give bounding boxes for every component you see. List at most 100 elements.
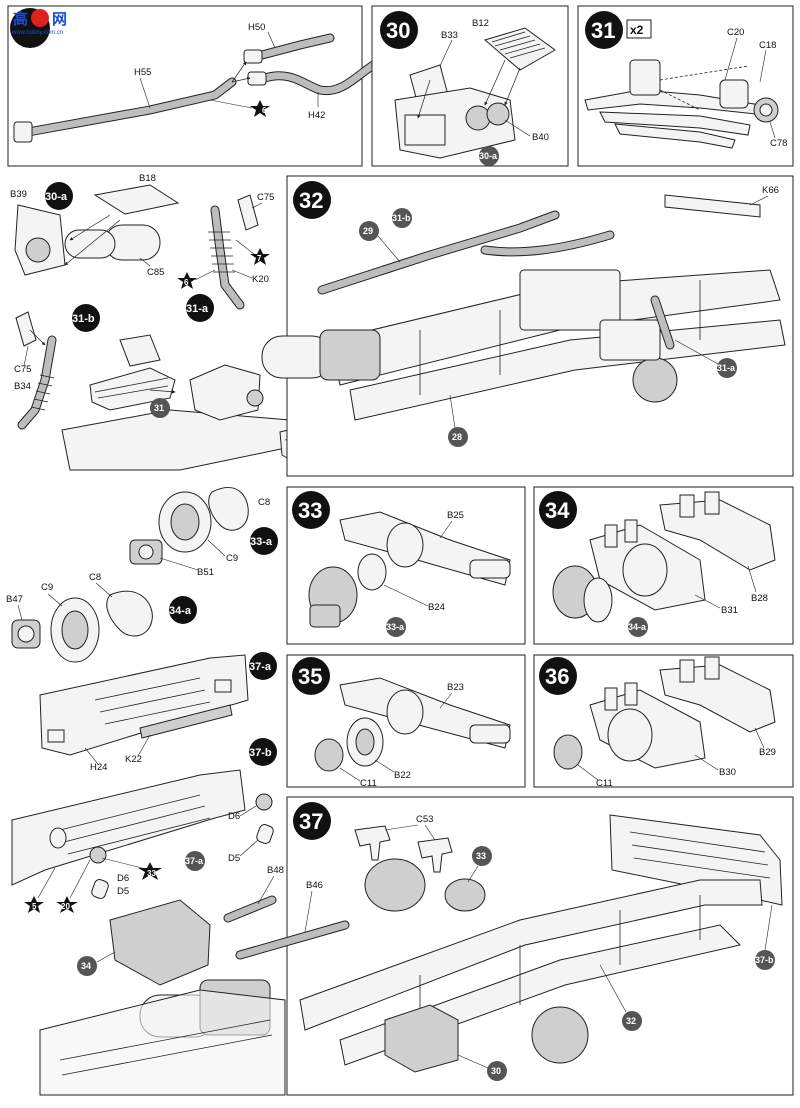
step-37a-section: H24 K22 37-a — [39, 652, 277, 773]
ref-31a: 31-a — [717, 363, 736, 373]
star-33-text: 33 — [147, 869, 156, 878]
part-c85-canister — [64, 224, 161, 261]
step-31b-label: 31-b — [72, 313, 95, 325]
label-b30: B30 — [719, 767, 736, 778]
star-6-text: 6 — [262, 106, 267, 115]
part-c78-hub — [753, 97, 779, 123]
step-35-badge — [292, 657, 330, 695]
step-31-badge — [585, 11, 623, 49]
step-37b-section: 37-b D6 D5 D6 D5 37-a 33 — [11, 738, 277, 913]
ref-33a-badge — [386, 617, 406, 637]
step-30-badge — [380, 11, 418, 49]
star-20-text: 20 — [61, 902, 70, 911]
ref-33-badge — [472, 846, 492, 866]
ref-34a-badge — [628, 617, 648, 637]
label-d5: D5 — [228, 853, 240, 864]
label-c78: C78 — [770, 138, 787, 149]
step-37b-badge — [249, 738, 277, 766]
part-h50-pipe — [243, 33, 335, 64]
step-31a-section: C75 K20 7 6 31-a — [177, 192, 274, 322]
step-37a-label: 37-a — [249, 661, 272, 673]
frame-left-37 — [39, 989, 286, 1096]
part-b46-driveshaft — [235, 920, 350, 960]
star-33-marker: 33 — [138, 862, 162, 880]
ref-30: 30 — [491, 1066, 501, 1076]
part-c53-brackets — [354, 825, 453, 873]
part-d5-lens — [256, 824, 274, 844]
part-b31-housing — [589, 519, 706, 611]
part-b47-hub — [11, 619, 41, 649]
ref-34-badge — [77, 956, 97, 976]
label-b22: B22 — [394, 770, 411, 781]
label-b24: B24 — [428, 602, 445, 613]
ref-37b-badge — [755, 950, 775, 970]
label-c53: C53 — [416, 814, 433, 825]
part-h24-bumper — [39, 654, 249, 756]
ref-31-left-badge — [150, 398, 170, 418]
step-33-number: 33 — [298, 498, 322, 523]
part-b29-axle-housing — [659, 656, 776, 733]
step-31-panel: 31 x2 C20 C18 C78 — [577, 5, 794, 167]
step-31a-badge — [186, 294, 214, 322]
part-b34-hose — [17, 335, 57, 430]
part-b23-axle-housing — [339, 677, 511, 749]
label-h50: H50 — [248, 22, 265, 33]
part-k20-intake-hose — [208, 205, 245, 310]
rear-axle-34-ref — [109, 899, 211, 986]
label-c11-36: C11 — [596, 778, 613, 789]
label-c8-34a: C8 — [89, 572, 101, 583]
part-d6-light — [255, 793, 273, 811]
label-b12: B12 — [472, 18, 489, 29]
step-31b-badge — [72, 304, 100, 332]
ref-33: 33 — [476, 851, 486, 861]
step-33a-label: 33-a — [250, 536, 273, 548]
step-34a-section: B47 C9 C8 34-a — [6, 572, 197, 663]
part-c11-cap — [314, 738, 344, 772]
label-c75-31a: C75 — [257, 192, 274, 203]
label-k20: K20 — [252, 274, 269, 285]
part-31a-hose-ref — [650, 295, 675, 350]
step-33a-section: C8 C9 B51 33-a — [129, 487, 278, 578]
ref-33a: 33-a — [386, 622, 405, 632]
part-b18-filter-lid — [93, 184, 180, 215]
ref-28-badge — [448, 427, 468, 447]
step-31b-section: 31-b C75 B34 — [14, 304, 100, 430]
part-h42-pipe — [247, 53, 390, 96]
step-30a-section: 30-a B39 B18 C85 — [10, 173, 180, 278]
ref-37b: 37-b — [755, 955, 774, 965]
watermark-logo: 高 网 www.hobby.com.cn — [11, 9, 67, 36]
watermark-char-2: 网 — [52, 11, 67, 28]
part-c9-gear-34a — [50, 597, 100, 663]
ref-30a: 30-a — [479, 151, 498, 161]
step-29-panel: 高 网 www.hobby.com.cn H50 H55 H42 — [7, 5, 390, 167]
part-b51-hub — [129, 539, 163, 565]
star-6-marker-31a: 6 — [177, 272, 197, 289]
part-c9-gear — [158, 491, 212, 553]
part-c8-ring-34a — [106, 590, 153, 637]
label-b33: B33 — [441, 30, 458, 41]
multiplier-box — [626, 19, 652, 39]
part-b48-driveshaft — [223, 895, 277, 923]
step-35-number: 35 — [298, 664, 322, 689]
step-34-badge — [539, 491, 577, 529]
label-b34: B34 — [14, 381, 31, 392]
ref-34: 34 — [81, 961, 91, 971]
ref-37a: 37-a — [185, 856, 204, 866]
step-34a-label: 34-a — [169, 605, 192, 617]
ref-32: 32 — [626, 1016, 636, 1026]
label-b29: B29 — [759, 747, 776, 758]
label-h24: H24 — [90, 762, 107, 773]
star-6-marker: 6 — [250, 100, 270, 117]
label-h42: H42 — [308, 110, 325, 121]
star-7-text: 7 — [257, 254, 262, 263]
label-b18: B18 — [139, 173, 156, 184]
part-b24-cover — [357, 553, 387, 591]
step-37-number: 37 — [299, 809, 323, 834]
label-b31: B31 — [721, 605, 738, 616]
part-b30-housing — [589, 682, 706, 769]
ref-29-badge — [359, 221, 379, 241]
label-c8-33a: C8 — [258, 497, 270, 508]
ref-28: 28 — [452, 432, 462, 442]
label-c85: C85 — [147, 267, 164, 278]
part-b28-axle-housing — [659, 491, 776, 571]
